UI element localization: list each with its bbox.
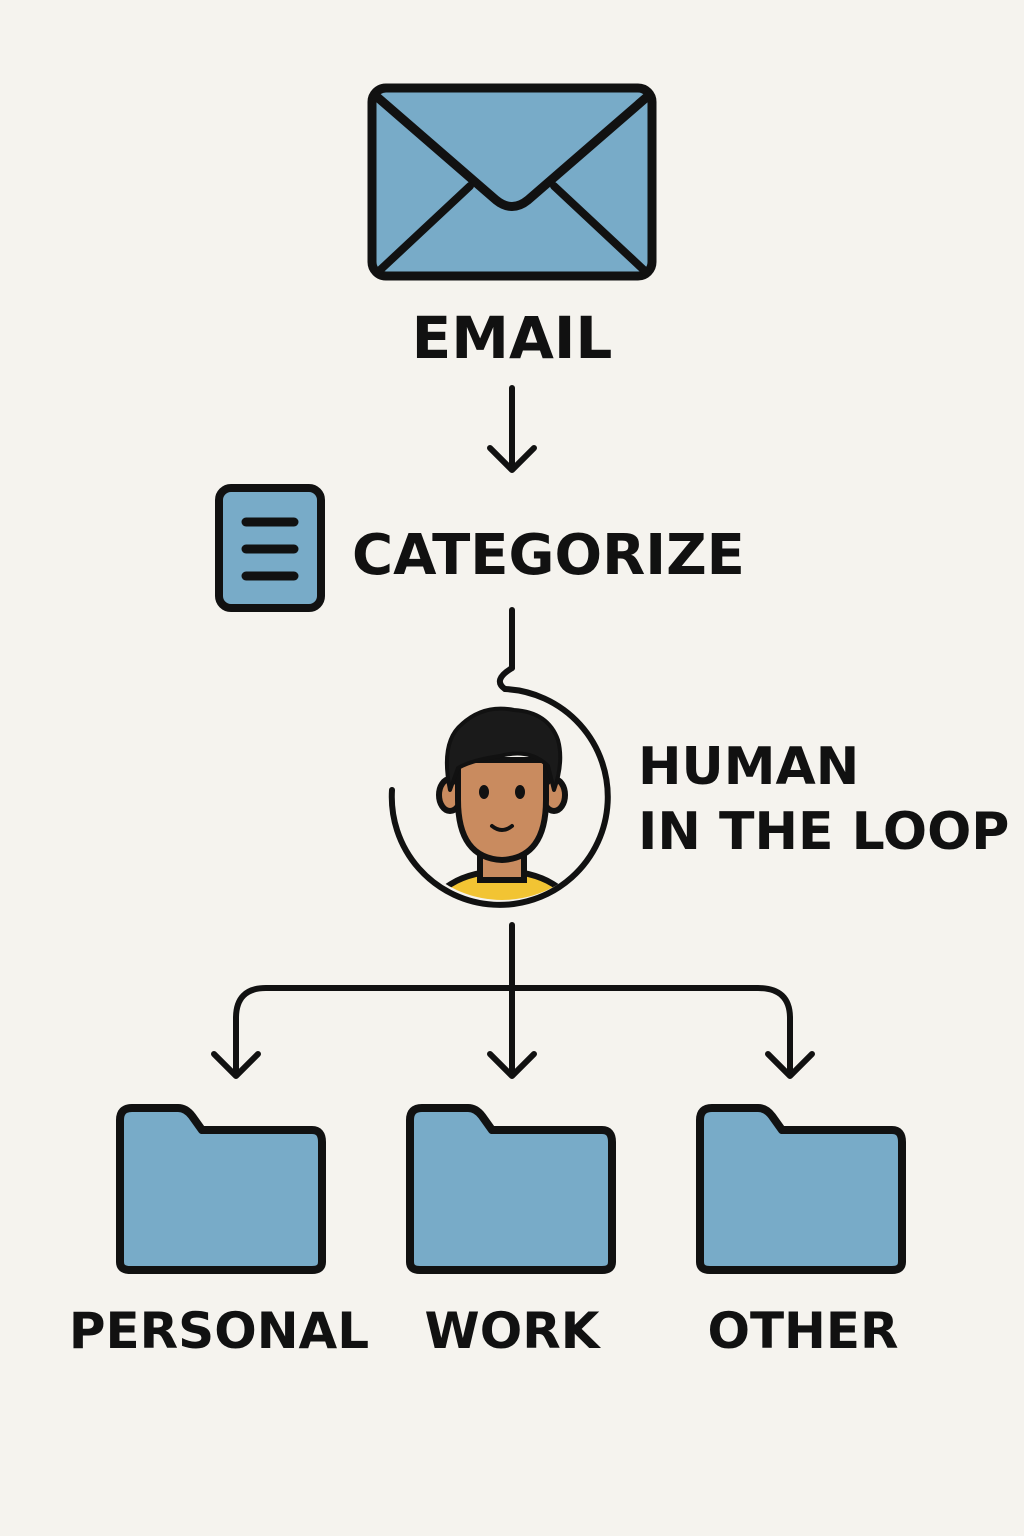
folder-label-other: OTHER — [707, 1302, 898, 1360]
arrow-email-to-categorize — [487, 385, 537, 473]
person-avatar-icon — [427, 706, 577, 900]
human-label-line1: HUMAN — [638, 737, 859, 797]
document-lines-icon — [215, 484, 325, 612]
folder-icon — [406, 1104, 616, 1274]
folder-label-personal: PERSONAL — [69, 1302, 369, 1360]
human-label-line2: IN THE LOOP — [638, 802, 1009, 862]
folder-label-work: WORK — [425, 1302, 602, 1360]
categorize-label: CATEGORIZE — [352, 523, 745, 588]
branch-arrows — [211, 922, 815, 1079]
email-label: EMAIL — [412, 304, 613, 372]
folder-icon — [696, 1104, 906, 1274]
envelope-icon — [367, 83, 657, 281]
loop-arrow — [388, 607, 611, 908]
folder-icon — [116, 1104, 326, 1274]
